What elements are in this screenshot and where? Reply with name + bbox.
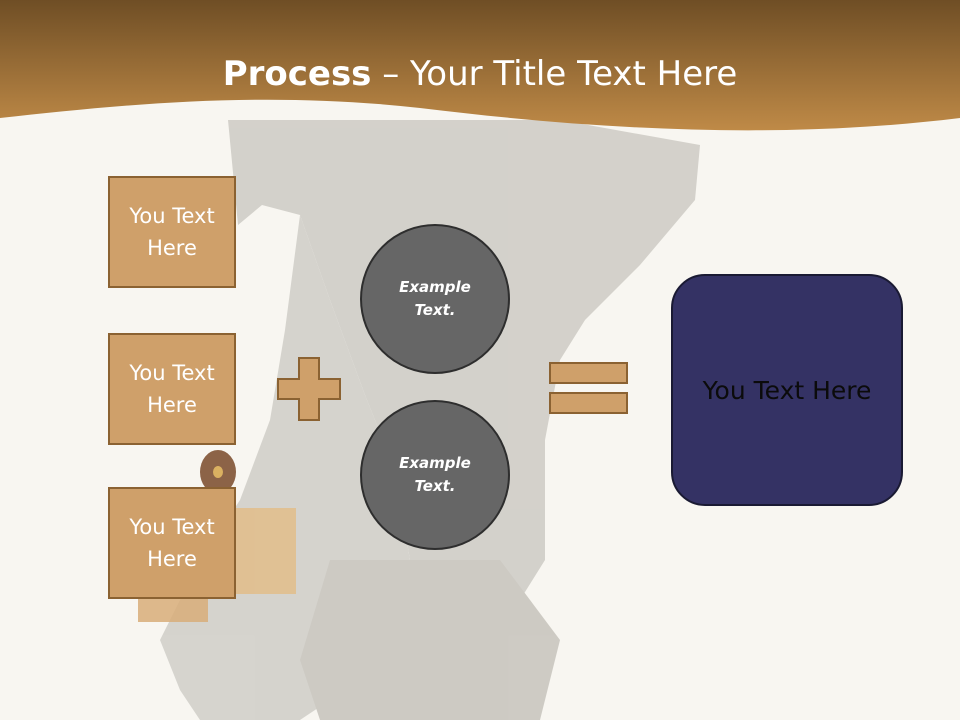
example-circle-1: Example Text. xyxy=(360,224,510,374)
input-box-label: You Text Here xyxy=(129,515,215,571)
header-band xyxy=(0,0,960,131)
equals-icon xyxy=(549,362,628,414)
slide-title: Process – Your Title Text Here xyxy=(0,52,960,96)
result-box: You Text Here xyxy=(671,274,903,506)
plus-icon xyxy=(277,357,341,421)
example-circle-label: Example Text. xyxy=(399,278,471,319)
input-box-2: You Text Here xyxy=(108,333,236,445)
input-box-1: You Text Here xyxy=(108,176,236,288)
example-circle-2: Example Text. xyxy=(360,400,510,550)
input-box-3: You Text Here xyxy=(108,487,236,599)
title-bold: Process xyxy=(222,54,372,94)
example-circle-label: Example Text. xyxy=(399,454,471,495)
result-box-label: You Text Here xyxy=(702,375,872,405)
input-box-label: You Text Here xyxy=(129,204,215,260)
input-box-label: You Text Here xyxy=(129,361,215,417)
title-rest: – Your Title Text Here xyxy=(371,54,738,94)
